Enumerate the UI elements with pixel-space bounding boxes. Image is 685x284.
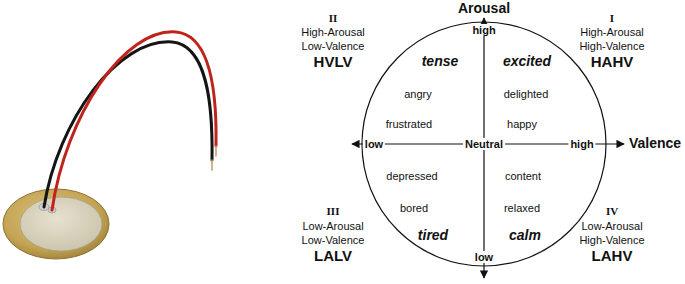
quadrant-label: High-Arousal bbox=[580, 26, 644, 38]
quadrant-label: Low-Arousal bbox=[302, 220, 363, 232]
quadrant-label: High-Valence bbox=[579, 234, 644, 246]
emotion-category: excited bbox=[503, 54, 551, 69]
quadrant-numeral: I bbox=[610, 12, 614, 24]
emotion-label: angry bbox=[404, 88, 432, 100]
emotion-label: depressed bbox=[386, 170, 437, 182]
axis-level: high bbox=[470, 24, 497, 36]
quadrant-label: Low-Arousal bbox=[581, 220, 642, 232]
quadrant-code: LAHV bbox=[592, 248, 633, 265]
quadrant-code: HAHV bbox=[591, 54, 634, 71]
quadrant-numeral: III bbox=[327, 205, 340, 217]
emotion-label: relaxed bbox=[504, 202, 540, 214]
emotion-category: tense bbox=[422, 54, 459, 69]
quadrant-numeral: IV bbox=[606, 205, 618, 217]
emotion-category: calm bbox=[509, 228, 541, 243]
emotion-category: tired bbox=[418, 228, 448, 243]
axis-title: Valence bbox=[629, 136, 681, 151]
emotion-label: bored bbox=[400, 202, 428, 214]
axis-level: low bbox=[473, 251, 495, 263]
axis-title: Arousal bbox=[458, 1, 510, 16]
quadrant-label: High-Arousal bbox=[301, 26, 365, 38]
piezo-disc bbox=[3, 189, 109, 259]
emotion-label: content bbox=[505, 170, 541, 182]
quadrant-label: High-Valence bbox=[579, 40, 644, 52]
wires bbox=[44, 32, 216, 210]
emotion-label: delighted bbox=[504, 88, 549, 100]
emotion-label: happy bbox=[507, 118, 537, 130]
axis-center: Neutral bbox=[463, 138, 505, 150]
axis-level: low bbox=[363, 138, 385, 150]
emotion-label: frustrated bbox=[386, 118, 432, 130]
quadrant-code: HVLV bbox=[314, 54, 353, 71]
quadrant-code: LALV bbox=[314, 248, 352, 265]
axis-level: high bbox=[568, 138, 595, 150]
quadrant-label: Low-Valence bbox=[302, 234, 365, 246]
quadrant-label: Low-Valence bbox=[302, 40, 365, 52]
quadrant-numeral: II bbox=[329, 12, 338, 24]
